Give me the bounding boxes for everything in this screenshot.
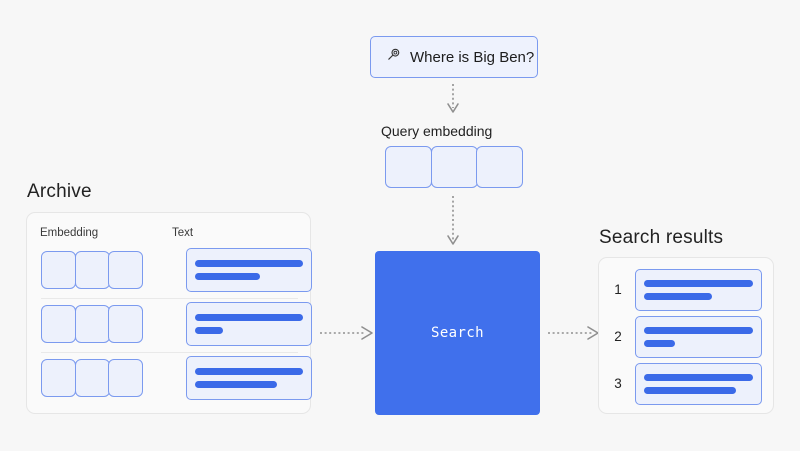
archive-column-header-embedding: Embedding [40, 227, 99, 239]
embedding-cell [430, 146, 478, 188]
embedding-cell [74, 251, 110, 289]
search-results-panel: 1 2 3 [598, 257, 774, 414]
query-embedding-label: Query embedding [381, 123, 493, 139]
text-line [644, 373, 753, 381]
result-rank: 2 [614, 329, 622, 344]
query-embedding-cells [385, 146, 524, 188]
result-item[interactable]: 3 [599, 361, 775, 406]
text-line [195, 273, 260, 280]
query-text: Where is Big Ben? [410, 48, 535, 66]
embedding-cell [74, 359, 110, 397]
archive-row[interactable] [41, 353, 312, 405]
arrow-query-to-embedding [447, 84, 459, 113]
text-line [644, 326, 753, 334]
text-line [644, 386, 736, 394]
result-text [635, 315, 762, 358]
search-block[interactable]: Search [375, 251, 540, 415]
embedding-cell [476, 146, 524, 188]
text-line [195, 368, 303, 375]
text-line [195, 314, 303, 321]
archive-row-embedding [41, 251, 144, 289]
arrow-search-to-results [548, 326, 599, 340]
archive-row[interactable] [41, 299, 312, 351]
text-line [644, 339, 675, 347]
embedding-cell [108, 359, 144, 397]
archive-panel [26, 212, 312, 414]
archive-row-text [186, 248, 312, 292]
archive-row-embedding [41, 305, 144, 343]
text-line [195, 381, 278, 388]
magnifying-glass-icon [386, 47, 401, 67]
embedding-cell [108, 305, 144, 343]
embedding-cell [41, 359, 76, 397]
result-rank: 1 [614, 282, 622, 297]
search-results-title: Search results [599, 227, 724, 248]
archive-column-header-text: Text [172, 227, 194, 239]
query-input-pill[interactable]: Where is Big Ben? [370, 36, 538, 78]
archive-row-embedding [41, 359, 144, 397]
result-text [635, 268, 762, 311]
text-line [644, 292, 712, 300]
embedding-cell [108, 251, 144, 289]
arrow-embedding-to-search [447, 196, 459, 245]
search-label: Search [431, 325, 484, 341]
archive-row[interactable] [41, 245, 312, 297]
text-line [644, 279, 753, 287]
result-item[interactable]: 1 [599, 267, 775, 312]
embedding-cell [74, 305, 110, 343]
text-line [195, 327, 224, 334]
archive-row-divider [41, 298, 298, 299]
embedding-cell [41, 251, 76, 289]
archive-title: Archive [27, 181, 92, 202]
archive-row-text [186, 356, 312, 400]
archive-row-text [186, 302, 312, 346]
result-rank: 3 [614, 376, 622, 391]
result-item[interactable]: 2 [599, 314, 775, 359]
arrow-archive-to-search [320, 326, 373, 340]
text-line [195, 260, 303, 267]
embedding-cell [385, 146, 432, 188]
archive-row-divider [41, 352, 298, 353]
result-text [635, 362, 762, 405]
embedding-cell [41, 305, 76, 343]
